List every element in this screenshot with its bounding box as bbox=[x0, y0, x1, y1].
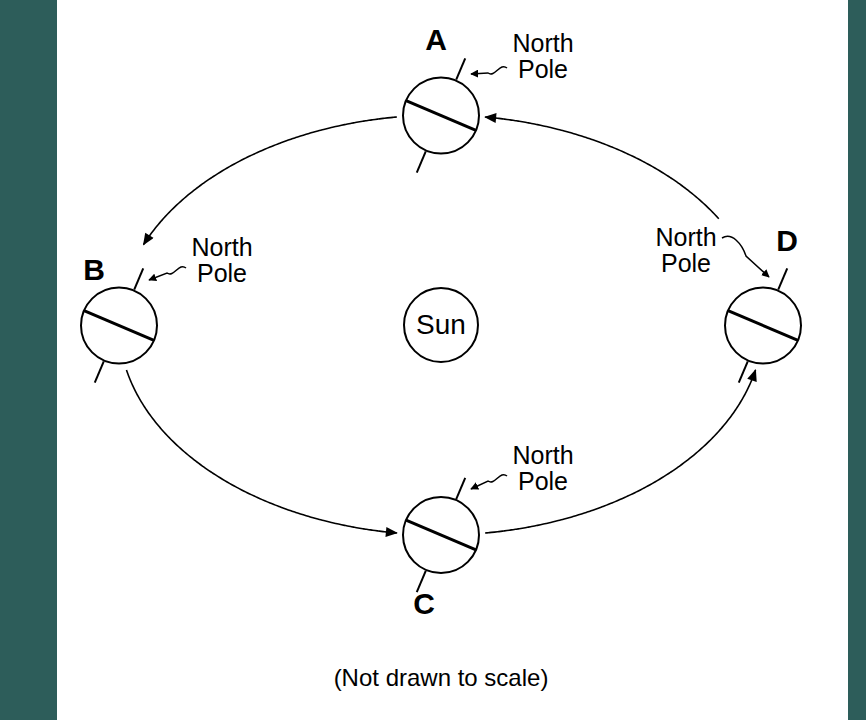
earth-position: C bbox=[402, 496, 480, 622]
leader-line bbox=[722, 236, 769, 277]
south-axis bbox=[417, 151, 426, 172]
pole-label: North Pole bbox=[497, 442, 589, 495]
south-axis bbox=[739, 361, 748, 382]
orbit-arc bbox=[126, 370, 396, 533]
position-letter: C bbox=[413, 587, 435, 620]
earth-outline bbox=[403, 497, 479, 573]
north-axis bbox=[456, 478, 465, 499]
position-letter: D bbox=[776, 224, 798, 257]
caption: (Not drawn to scale) bbox=[334, 664, 549, 692]
position-letter: A bbox=[425, 23, 447, 56]
sun-circle: Sun bbox=[403, 287, 479, 363]
orbit-arc bbox=[144, 117, 397, 245]
leader-line bbox=[471, 67, 507, 74]
sun-outline bbox=[404, 288, 478, 362]
equator-line bbox=[84, 310, 154, 340]
earth-position: A bbox=[402, 21, 480, 155]
earth-outline bbox=[403, 77, 479, 153]
north-axis bbox=[134, 268, 143, 289]
equator-line bbox=[728, 310, 798, 340]
equator-line bbox=[406, 520, 476, 550]
earth-outline bbox=[81, 287, 157, 363]
north-axis bbox=[456, 58, 465, 79]
north-axis bbox=[778, 268, 787, 289]
earth-position: D bbox=[724, 222, 802, 365]
pole-label: North Pole bbox=[176, 234, 268, 287]
pole-label: North Pole bbox=[497, 30, 589, 83]
earth-position: B bbox=[80, 251, 158, 365]
leader-line bbox=[471, 475, 507, 489]
panel bbox=[57, 0, 848, 720]
south-axis bbox=[95, 361, 104, 382]
equator-line bbox=[406, 100, 476, 130]
orbit-arc bbox=[485, 117, 719, 219]
orbit-arc bbox=[485, 370, 755, 533]
earth-outline bbox=[725, 287, 801, 363]
sun-label: Sun bbox=[416, 310, 466, 341]
position-letter: B bbox=[83, 253, 105, 286]
pole-label: North Pole bbox=[640, 224, 732, 277]
leader-line bbox=[149, 267, 186, 280]
